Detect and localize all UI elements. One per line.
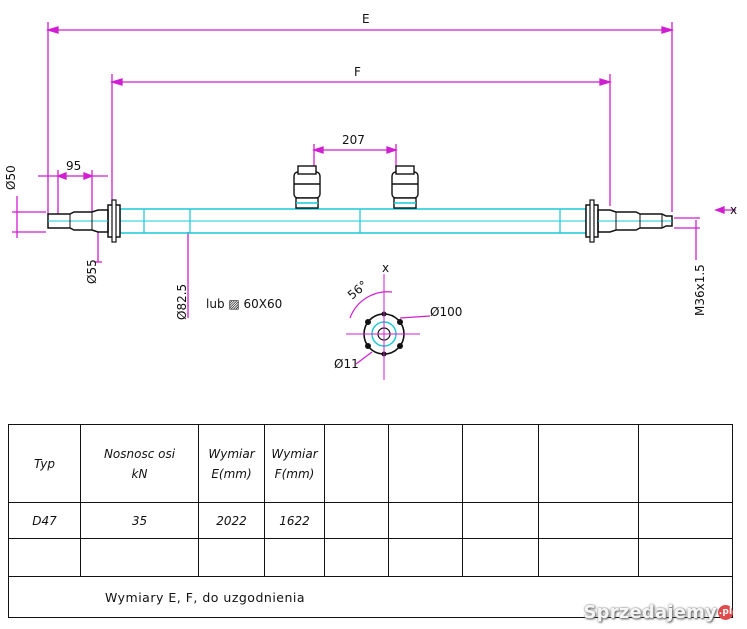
spring-bracket-left bbox=[293, 165, 321, 209]
dimension-f bbox=[109, 74, 613, 208]
axle-technical-drawing: E F 207 95 Ø50 Ø55 bbox=[4, 12, 737, 380]
table-row: D47 35 2022 1622 bbox=[8, 502, 733, 539]
header-empty bbox=[538, 424, 639, 503]
cell-dim-f: 1622 bbox=[264, 502, 325, 539]
dimension-phi50 bbox=[12, 196, 46, 238]
cell-empty bbox=[198, 538, 265, 577]
table-note: Wymiary E, F, do uzgodnienia bbox=[8, 576, 733, 618]
dimension-phi82-5-label: Ø82.5 bbox=[175, 284, 189, 320]
cell-empty bbox=[538, 538, 639, 577]
cell-dim-e: 2022 bbox=[198, 502, 265, 539]
cell-empty bbox=[388, 538, 463, 577]
dimension-phi55-label: Ø55 bbox=[85, 259, 99, 284]
x-marker-right: x bbox=[730, 203, 737, 217]
watermark-text: Sprzedajemy bbox=[583, 602, 717, 623]
dimension-95 bbox=[38, 170, 108, 214]
dimension-e-label: E bbox=[362, 12, 370, 26]
x-marker-hub: x bbox=[382, 261, 389, 275]
header-typ: Typ bbox=[8, 424, 81, 503]
cell-empty bbox=[538, 502, 639, 539]
cell-typ: D47 bbox=[8, 502, 81, 539]
cell-empty bbox=[638, 538, 733, 577]
header-empty bbox=[324, 424, 389, 503]
dimension-m36 bbox=[674, 206, 736, 260]
dimension-m36-label: M36x1.5 bbox=[693, 264, 707, 316]
cell-empty bbox=[462, 502, 539, 539]
spring-bracket-right bbox=[391, 165, 419, 209]
cell-empty bbox=[324, 538, 389, 577]
profile-note: lub ▨ 60X60 bbox=[206, 297, 282, 311]
dimension-phi100-label: Ø100 bbox=[430, 305, 462, 319]
cell-empty bbox=[8, 538, 81, 577]
dimension-phi55 bbox=[94, 232, 102, 263]
axle-body bbox=[47, 199, 673, 243]
dimension-phi11-label: Ø11 bbox=[334, 357, 359, 371]
header-empty bbox=[462, 424, 539, 503]
watermark-suffix: .pl bbox=[718, 605, 733, 620]
dimension-e bbox=[45, 22, 675, 214]
hub-end-view bbox=[346, 274, 431, 380]
cell-empty bbox=[80, 538, 199, 577]
cell-capacity: 35 bbox=[80, 502, 199, 539]
cell-empty bbox=[324, 502, 389, 539]
dimension-phi50-label: Ø50 bbox=[4, 165, 18, 190]
dimension-angle-label: 56° bbox=[345, 278, 370, 302]
dimension-207-label: 207 bbox=[342, 133, 365, 147]
table-note-row: Wymiary E, F, do uzgodnienia bbox=[8, 576, 733, 618]
dimension-95-label: 95 bbox=[66, 159, 81, 173]
cell-empty bbox=[388, 502, 463, 539]
cell-empty bbox=[462, 538, 539, 577]
watermark-logo: Sprzedajemy.pl bbox=[583, 602, 733, 623]
table-row bbox=[8, 538, 733, 577]
header-empty bbox=[638, 424, 733, 503]
dimension-f-label: F bbox=[354, 65, 361, 79]
dimension-207 bbox=[311, 144, 399, 172]
header-empty bbox=[388, 424, 463, 503]
cell-empty bbox=[638, 502, 733, 539]
cell-empty bbox=[264, 538, 325, 577]
